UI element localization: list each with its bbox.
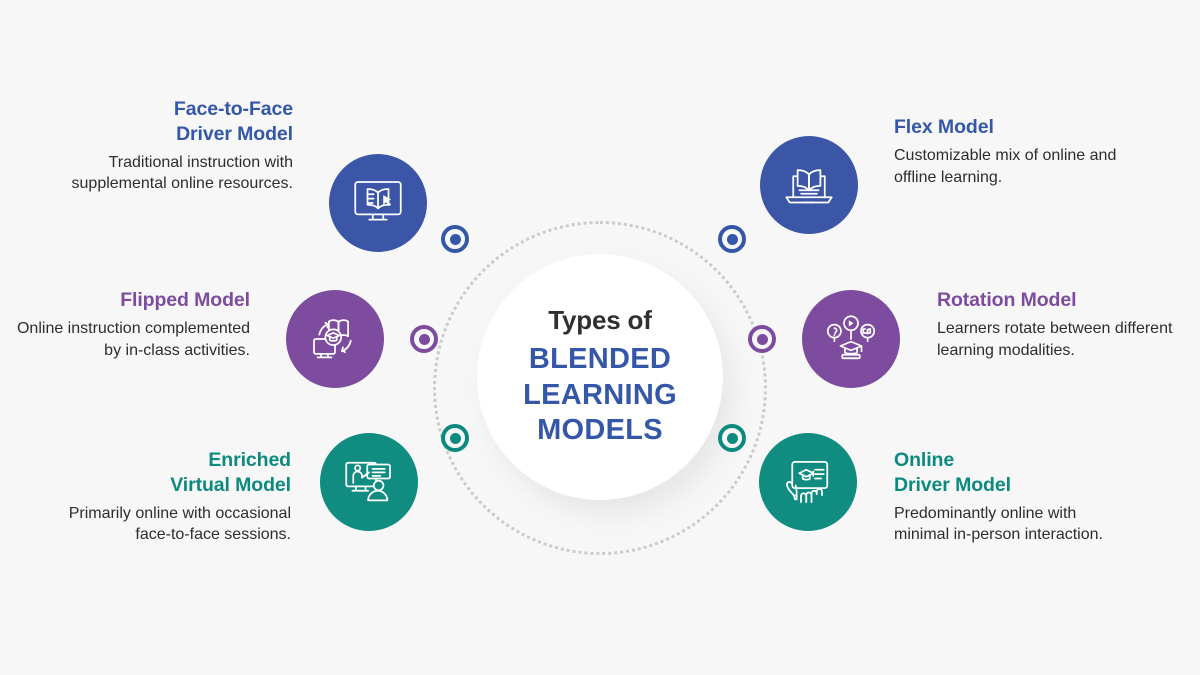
title-line-1: Flipped Model (120, 289, 250, 311)
center-kicker: Types of (548, 305, 652, 336)
item-desc-flex-model: Customizable mix of online and offline l… (894, 146, 1117, 186)
dotted-orbit-ring (433, 221, 767, 555)
hand-tablet-graduation-cap-icon (786, 461, 829, 503)
item-title-flipped-model: Flipped Model (14, 288, 250, 313)
item-title-face-to-face-driver-model: Face-to-Face Driver Model (57, 97, 293, 147)
icon-bubble-flipped-model[interactable] (286, 290, 384, 388)
marker-bottom-left (441, 424, 469, 452)
icon-bubble-flex-model[interactable] (760, 136, 858, 234)
center-title: BLENDED LEARNING MODELS (523, 342, 677, 448)
media-bubbles-graduation-cap-icon (826, 315, 876, 360)
item-desc-online-driver-model: Predominantly online with minimal in-per… (894, 504, 1103, 544)
center-hub: Types of BLENDED LEARNING MODELS (477, 254, 723, 500)
center-title-line-1: BLENDED (528, 343, 672, 376)
title-line-1: Enriched (208, 449, 291, 471)
laptop-open-book-icon (785, 169, 833, 204)
item-desc-rotation-model: Learners rotate between different learni… (937, 319, 1173, 359)
marker-bottom-right (718, 424, 746, 452)
item-desc-face-to-face-driver-model: Traditional instruction with supplementa… (71, 153, 293, 193)
item-title-rotation-model: Rotation Model (937, 288, 1173, 313)
marker-middle-left (410, 325, 438, 353)
center-title-line-2: LEARNING (523, 378, 677, 411)
item-text-rotation-model: Rotation Model Learners rotate between d… (937, 288, 1173, 362)
item-desc-enriched-virtual-model: Primarily online with occasional face-to… (68, 504, 291, 544)
item-text-face-to-face-driver-model: Face-to-Face Driver Model Traditional in… (57, 97, 294, 195)
icon-bubble-face-to-face-driver-model[interactable] (329, 154, 427, 252)
icon-bubble-rotation-model[interactable] (802, 290, 900, 388)
title-line-2: Virtual Model (170, 473, 291, 496)
item-title-online-driver-model: Online Driver Model (894, 448, 1130, 498)
title-line-1: Flex Model (894, 116, 994, 138)
title-line-1: Online (894, 449, 955, 471)
item-text-online-driver-model: Online Driver Model Predominantly online… (894, 448, 1130, 546)
center-title-line-3: MODELS (537, 414, 663, 447)
title-line-1: Face-to-Face (173, 98, 293, 120)
icon-bubble-enriched-virtual-model[interactable] (320, 433, 418, 531)
marker-top-right (718, 225, 746, 253)
item-text-flex-model: Flex Model Customizable mix of online an… (894, 115, 1130, 189)
monitor-book-cursor-icon (354, 181, 402, 221)
item-desc-flipped-model: Online instruction complemented by in-cl… (16, 319, 250, 359)
item-title-enriched-virtual-model: Enriched Virtual Model (55, 448, 291, 498)
title-line-1: Rotation Model (937, 289, 1077, 311)
marker-middle-right (748, 325, 776, 353)
item-title-flex-model: Flex Model (894, 115, 1130, 140)
title-line-2: Driver Model (894, 473, 1011, 496)
marker-top-left (441, 225, 469, 253)
monitor-book-rotation-icon (313, 319, 352, 359)
title-line-2: Driver Model (176, 122, 293, 145)
monitor-presenter-learner-icon (345, 461, 391, 502)
item-text-flipped-model: Flipped Model Online instruction complem… (14, 288, 250, 362)
item-text-enriched-virtual-model: Enriched Virtual Model Primarily online … (55, 448, 291, 546)
icon-bubble-online-driver-model[interactable] (759, 433, 857, 531)
